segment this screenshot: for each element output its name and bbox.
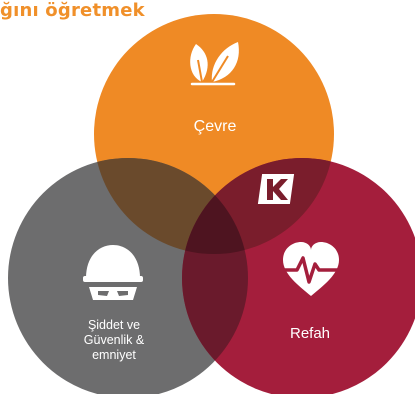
- leaves-icon: [190, 42, 239, 86]
- refah-label: Refah: [289, 325, 331, 342]
- siddet-label: Şiddet ve Güvenlik & emniyet: [55, 318, 173, 363]
- heart-pulse-icon: [277, 242, 345, 296]
- cevre-label: Çevre: [193, 118, 237, 135]
- siddet-label-line-2: Güvenlik &: [83, 333, 145, 347]
- k-logo-icon: [257, 174, 295, 204]
- page-title: ğını öğretmek: [0, 0, 145, 21]
- helmet-mask-icon: [83, 245, 143, 300]
- cevre-refah-overlap: [182, 158, 334, 254]
- siddet-label-line-1: Şiddet ve: [87, 318, 141, 332]
- siddet-label-line-3: emniyet: [92, 348, 136, 362]
- cevre-siddet-overlap: [94, 158, 248, 254]
